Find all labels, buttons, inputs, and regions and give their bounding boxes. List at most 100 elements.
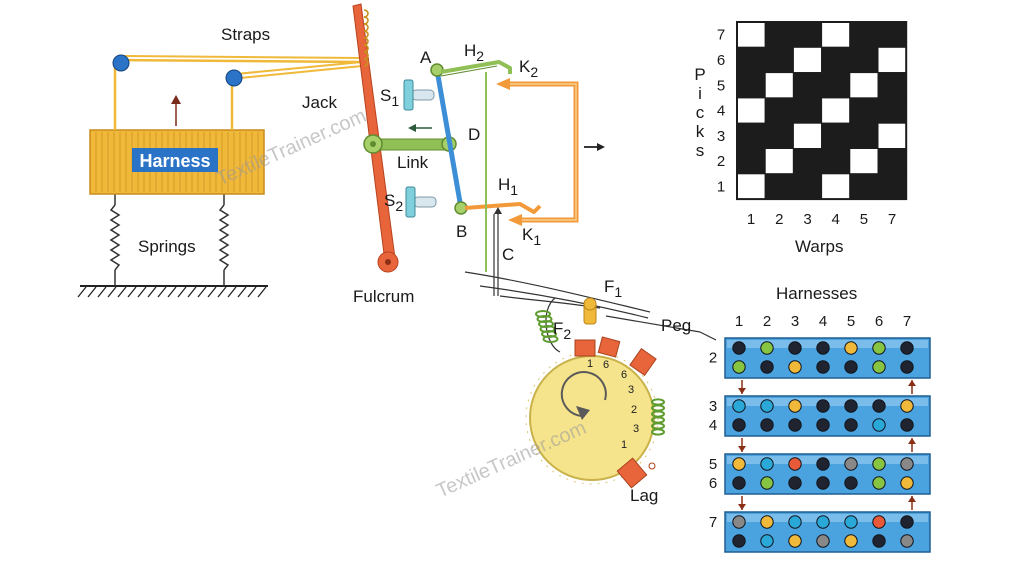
harness-heald-dot: [788, 341, 802, 355]
point-b-label: B: [456, 222, 467, 241]
lag-label: Lag: [630, 486, 658, 505]
knife-frame: [496, 78, 605, 226]
jack-label: Jack: [302, 93, 337, 112]
harness-heald-dot: [732, 476, 746, 490]
ground: [77, 285, 268, 298]
connector-arrow-icon: [738, 388, 746, 394]
harness-heald-dot: [788, 360, 802, 374]
harness-column-label: 5: [847, 313, 855, 330]
weave-cell: [764, 21, 794, 48]
harness-heald-dot: [872, 515, 886, 529]
weave-cell: [849, 46, 879, 74]
connector-arrow-icon: [908, 438, 916, 444]
weave-cell: [792, 97, 823, 124]
harness-heald-dot: [900, 418, 914, 432]
harness-heald-dot: [760, 534, 774, 548]
weave-cell: [821, 72, 851, 99]
harness-label: Harness: [139, 151, 210, 171]
harness-heald-dot: [900, 457, 914, 471]
harness-heald-dot: [900, 399, 914, 413]
harness-heald-dot: [872, 341, 886, 355]
harness-heald-dot: [844, 360, 858, 374]
drum-lags: [574, 336, 657, 489]
harness-heald-dot: [872, 399, 886, 413]
weave-cell: [736, 72, 766, 99]
spring-right: [218, 194, 230, 286]
weave-cell: [736, 46, 766, 74]
harness-heald-dot: [788, 457, 802, 471]
pick-tick-label: 6: [717, 52, 725, 69]
weave-cell: [877, 46, 907, 74]
harness-heald-dot: [732, 341, 746, 355]
weave-cell: [849, 72, 879, 99]
harness-heald-dot: [816, 515, 830, 529]
hook-h1: [464, 202, 542, 214]
harness-heald-dot: [844, 534, 858, 548]
point-a-label: A: [420, 48, 432, 67]
weave-cell: [736, 148, 766, 175]
weave-cell: [821, 148, 851, 175]
up-arrow-icon: [171, 95, 181, 104]
straps-label: Straps: [221, 25, 270, 44]
weave-cell: [764, 46, 794, 74]
pick-tick-label: 4: [717, 103, 725, 120]
harness-row-label: 4: [709, 417, 717, 434]
harness-heald-dot: [872, 476, 886, 490]
left-arrow-icon: [408, 124, 416, 132]
harness-heald-dot: [788, 418, 802, 432]
harness-heald-dot: [732, 399, 746, 413]
weave-cell: [877, 21, 907, 48]
harness-heald-dot: [872, 457, 886, 471]
weave-cell: [877, 122, 907, 149]
h2-label: H2: [464, 41, 484, 64]
fulcrum-label: Fulcrum: [353, 287, 414, 306]
connector-arrow-icon: [908, 496, 916, 502]
harness-heald-dot: [900, 515, 914, 529]
harness-heald-dot: [760, 418, 774, 432]
harness-row-label: 5: [709, 456, 717, 473]
harness-heald-dot: [816, 457, 830, 471]
harness-row-label: 3: [709, 398, 717, 415]
harness-column-label: 1: [735, 313, 743, 330]
springs-label: Springs: [138, 237, 196, 256]
warp-tick-label: 3: [803, 211, 811, 228]
s1-label: S1: [380, 86, 399, 109]
harness-heald-dot: [844, 399, 858, 413]
weave-cell: [792, 122, 823, 149]
harness-column-label: 6: [875, 313, 883, 330]
weave-cell: [849, 148, 879, 175]
connector-arrow-icon: [908, 380, 916, 386]
harness-heald-dot: [760, 341, 774, 355]
harness-heald-dot: [788, 399, 802, 413]
k2-label: K2: [519, 57, 538, 80]
harness-heald-dot: [732, 515, 746, 529]
f2-label: F2: [553, 319, 571, 342]
peg-label: Peg: [661, 316, 691, 335]
harness-heald-dot: [760, 457, 774, 471]
harness-heald-dot: [760, 399, 774, 413]
harness-heald-dot: [732, 360, 746, 374]
warp-tick-label: 7: [888, 211, 896, 228]
harness-heald-dot: [816, 418, 830, 432]
jack-lever: [352, 3, 399, 273]
drum-number: 3: [628, 384, 634, 396]
weave-cell: [877, 72, 907, 99]
harness-heald-dot: [816, 399, 830, 413]
weave-cell: [821, 97, 851, 124]
warps-label: Warps: [795, 237, 844, 256]
knife-k2: [496, 78, 510, 90]
harness-heald-dot: [816, 341, 830, 355]
weave-cell: [764, 97, 794, 124]
harness-row-label: 6: [709, 475, 717, 492]
harness-row-label: 7: [709, 514, 717, 531]
harness-heald-dot: [844, 457, 858, 471]
link-label: Link: [397, 153, 429, 172]
spring-left: [109, 194, 121, 286]
harness-column-label: 2: [763, 313, 771, 330]
harness-heald-dot: [900, 341, 914, 355]
weave-cell: [736, 122, 766, 149]
harness-heald-dot: [788, 515, 802, 529]
